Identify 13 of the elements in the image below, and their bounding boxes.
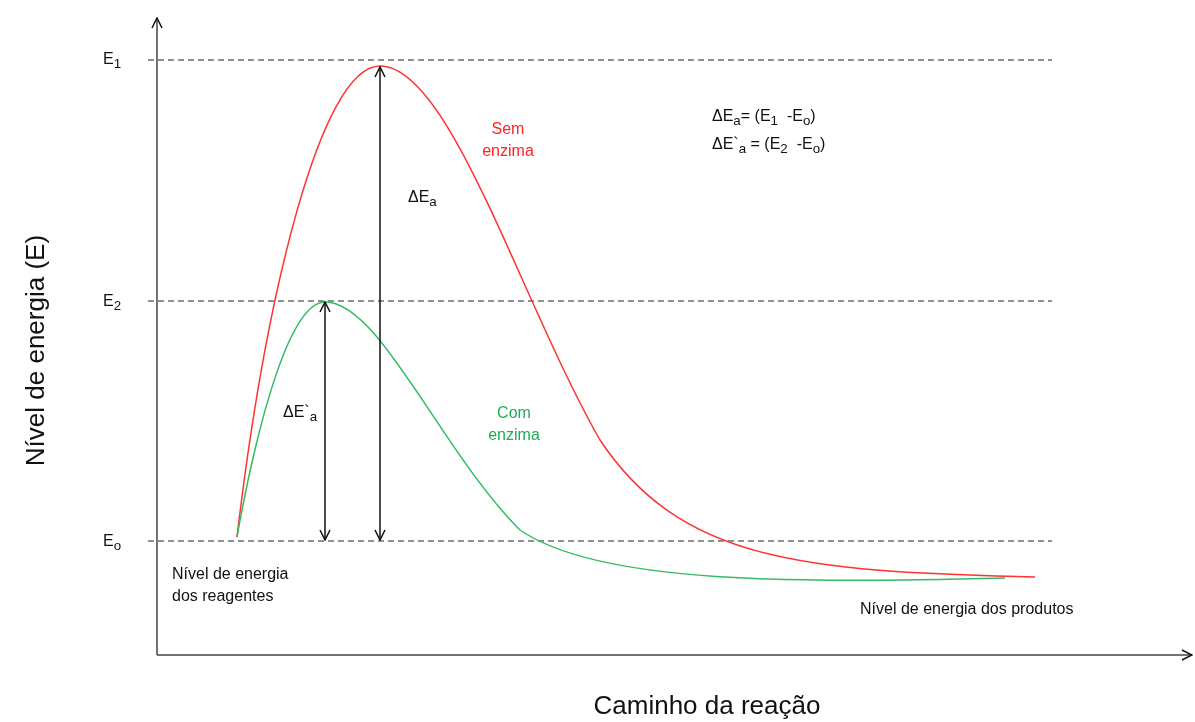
- axis-title: Caminho da reação: [593, 689, 821, 722]
- curve-label: Sem enzima: [481, 119, 535, 161]
- axis-tick-label: E$_{1}$: [103, 49, 122, 74]
- axis-tick-label: E$_{2}$: [103, 291, 122, 316]
- level-caption: Nível de energia dos produtos: [860, 599, 1074, 619]
- formula-text: ΔE`$_{a}$ = (E$_{2}$ -E$_{o}$): [712, 134, 826, 159]
- axis-tick-label: E$_{o}$: [103, 531, 122, 556]
- measure-label: ΔE$_{a}$: [408, 187, 437, 212]
- formula-text: ΔE$_{a}$= (E$_{1}$ -E$_{o}$): [712, 106, 816, 131]
- measure-label: ΔE`$_{a}$: [283, 402, 318, 427]
- curve-label: Com enzima: [487, 403, 541, 445]
- axis-title: Nível de energia (E): [18, 234, 51, 466]
- level-caption: Nível de energia dos reagentes: [172, 564, 290, 606]
